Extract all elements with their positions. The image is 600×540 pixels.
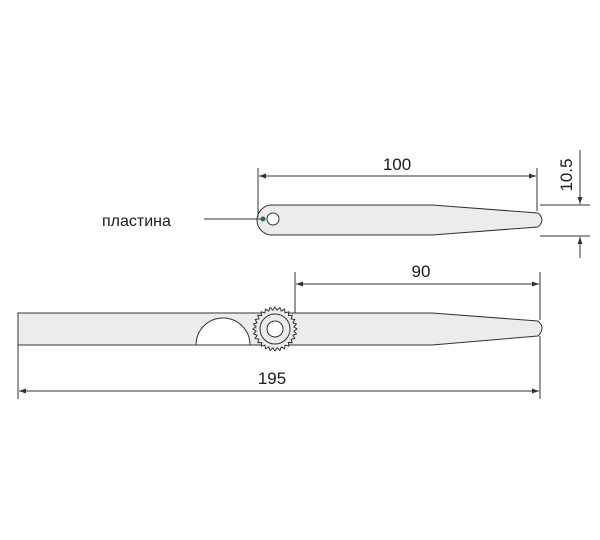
dimension-label-top-length: 100 bbox=[383, 155, 411, 174]
bottom-assembly bbox=[17, 306, 543, 352]
screw-center bbox=[266, 320, 284, 338]
top-plate-pivot-hole bbox=[266, 212, 280, 226]
top-plate: пластина bbox=[102, 204, 543, 236]
dimension-top-thickness: 10.5 bbox=[540, 150, 590, 258]
blade bbox=[275, 312, 543, 346]
dimension-label-total-length: 195 bbox=[258, 369, 286, 388]
dimension-label-top-thickness: 10.5 bbox=[557, 158, 576, 191]
dimension-blade-length: 90 bbox=[294, 262, 541, 320]
leader-dot bbox=[260, 216, 266, 222]
plate-label: пластина bbox=[102, 213, 171, 230]
semicircle-cutout bbox=[195, 317, 251, 346]
dimension-total-length: 195 bbox=[17, 336, 541, 399]
dimension-label-blade-length: 90 bbox=[412, 262, 431, 281]
dimension-top-length: 100 bbox=[257, 155, 538, 217]
top-plate-body bbox=[256, 204, 543, 236]
